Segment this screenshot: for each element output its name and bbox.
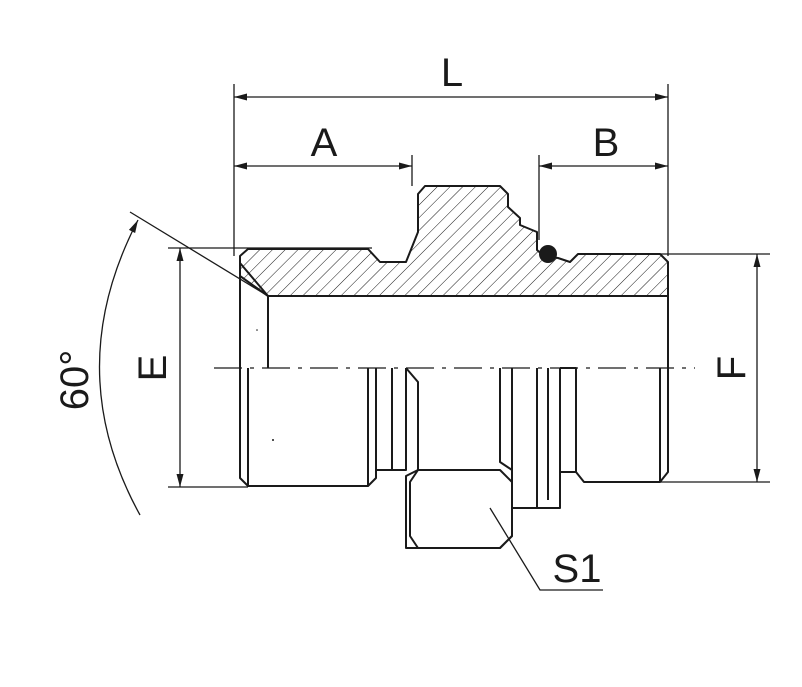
o-ring <box>539 245 557 263</box>
label-B: B <box>593 121 620 165</box>
angle-arc <box>98 219 141 516</box>
hex-face <box>409 469 513 549</box>
right-groove <box>560 367 577 473</box>
speck <box>256 329 258 331</box>
label-S1: S1 <box>553 547 602 591</box>
label-L: L <box>441 51 463 95</box>
hex-nut <box>405 367 513 549</box>
label-F: F <box>710 356 754 380</box>
label-angle: 60° <box>53 350 97 411</box>
label-E: E <box>131 355 175 382</box>
right-thread-body <box>575 296 669 483</box>
label-A: A <box>311 121 338 165</box>
angle-leader <box>129 211 269 297</box>
s1-leader <box>489 507 603 591</box>
chamfer-line <box>239 262 269 297</box>
section-hatch <box>239 185 669 297</box>
speck <box>272 439 274 441</box>
